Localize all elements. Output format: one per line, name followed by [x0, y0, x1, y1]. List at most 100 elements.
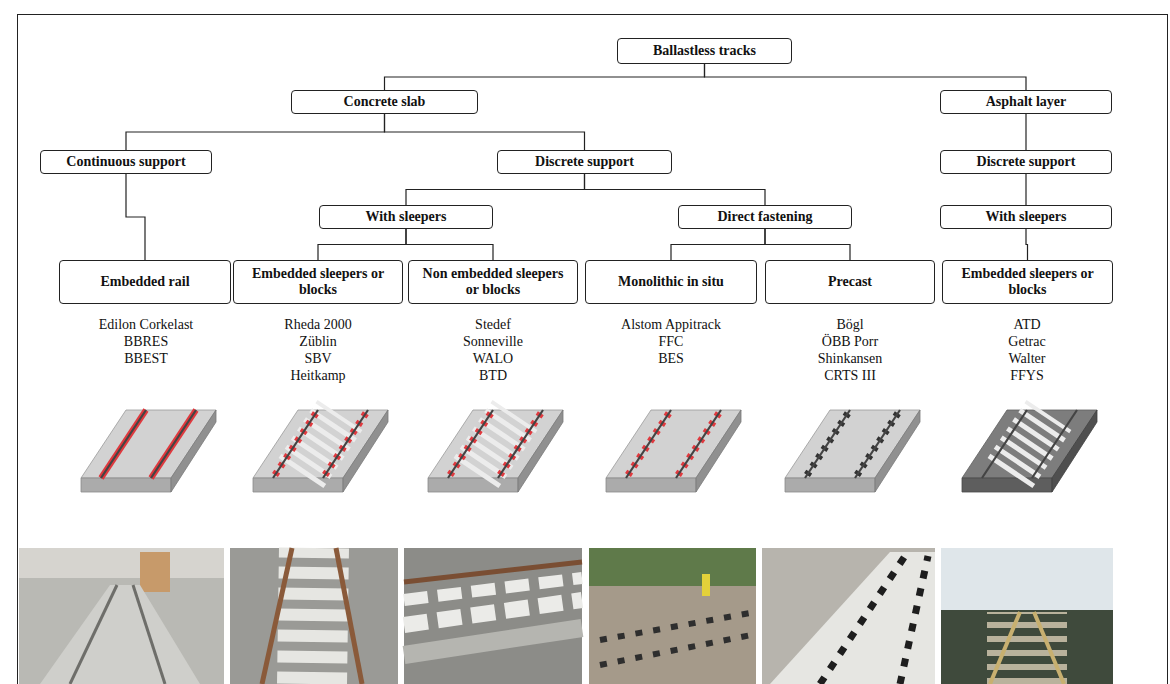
tree-connector [385, 114, 585, 150]
photo-blocks [404, 578, 582, 600]
photo-ground [941, 548, 1113, 684]
photo-wall [19, 548, 224, 578]
category-box: Monolithic in situ [585, 260, 757, 304]
non-embedded-sleepers-illustration [428, 410, 563, 492]
system-name: Züblin [218, 333, 418, 350]
photo-blocks [404, 600, 582, 625]
rails [273, 410, 368, 478]
rails [982, 410, 1077, 478]
slab [253, 410, 388, 492]
slab [428, 410, 563, 492]
photo-house [140, 552, 170, 592]
tree-connector [585, 174, 766, 205]
category-box: With sleepers [940, 205, 1112, 229]
tree-connector [385, 64, 705, 90]
box-label: Embedded sleepers or blocks [240, 266, 396, 298]
system-name: Walter [927, 350, 1127, 367]
monolithic-illustration [606, 410, 741, 492]
box-label: Concrete slab [344, 94, 426, 110]
photo-rail [1034, 612, 1064, 684]
embedded-sleepers-illustration [253, 410, 388, 492]
box-label: Ballastless tracks [653, 43, 756, 59]
rails [626, 410, 721, 478]
asphalt-illustration [962, 410, 1097, 492]
system-name: Sonneville [393, 333, 593, 350]
tree-connector [705, 64, 1027, 90]
tree-connector [765, 229, 850, 260]
tree-connector [1025, 114, 1026, 150]
photo-non-embedded [404, 548, 582, 684]
system-name: BBEST [46, 350, 246, 367]
box-label: Monolithic in situ [618, 274, 724, 290]
sleepers [1010, 415, 1049, 473]
box-label: Asphalt layer [986, 94, 1067, 110]
photo-rail [70, 585, 117, 684]
system-name: FFC [571, 333, 771, 350]
system-name: ÖBB Porr [750, 333, 950, 350]
system-name: Alstom Appitrack [571, 316, 771, 333]
box-label: Discrete support [535, 154, 634, 170]
tree-connector [318, 229, 406, 260]
photo-sleepers [987, 612, 1067, 684]
category-box: Direct fastening [678, 205, 852, 229]
rails [101, 410, 196, 478]
box-label: Direct fastening [718, 209, 813, 225]
box-label: Discrete support [977, 154, 1076, 170]
box-label: With sleepers [365, 209, 446, 225]
photo-ground [404, 548, 582, 684]
precast-illustration [785, 410, 920, 492]
slab [81, 410, 216, 492]
box-label: Embedded sleepers or blocks [949, 266, 1106, 298]
slab [606, 410, 741, 492]
box-label: Continuous support [66, 154, 185, 170]
pads [628, 413, 719, 475]
tree-connector [671, 229, 765, 260]
tree-connector [406, 229, 493, 260]
box-label: Precast [828, 274, 872, 290]
system-name: BBRES [46, 333, 246, 350]
pads [275, 413, 366, 475]
system-name: WALO [393, 350, 593, 367]
photo-slab [770, 552, 935, 684]
category-box: Embedded rail [59, 260, 231, 304]
photo-monolithic [589, 548, 756, 684]
asphalt-slab [962, 410, 1097, 492]
photo-ground [589, 548, 756, 684]
rails [805, 410, 900, 478]
tree-connector [406, 174, 585, 205]
photo-worker [702, 574, 710, 596]
photo-slab-edge [404, 628, 582, 655]
photo-embedded-rail [19, 548, 224, 684]
category-box: Continuous support [40, 150, 212, 174]
outer-frame [18, 15, 1168, 684]
rails [448, 410, 543, 478]
photo-rail [336, 548, 362, 684]
category-box: Non embedded sleepers or blocks [408, 260, 578, 304]
system-name: BTD [393, 367, 593, 384]
category-box: Discrete support [940, 150, 1112, 174]
photo-pads [600, 634, 756, 665]
photo-trees [589, 548, 756, 586]
photo-sky [941, 548, 1113, 610]
pads [450, 413, 541, 475]
system-name: FFYS [927, 367, 1127, 384]
system-name: Getrac [927, 333, 1127, 350]
category-box: Asphalt layer [940, 90, 1112, 114]
photo-sleepers [312, 548, 314, 684]
box-label: Non embedded sleepers or blocks [415, 266, 571, 298]
category-box: Embedded sleepers or blocks [942, 260, 1113, 304]
category-box: Precast [765, 260, 935, 304]
photo-pads [900, 556, 928, 684]
category-box: Ballastless tracks [617, 38, 792, 64]
tree-connector [1026, 229, 1028, 260]
system-name: Stedef [393, 316, 593, 333]
tree-connector [1025, 174, 1026, 205]
photo-asphalt [941, 548, 1113, 684]
system-name: SBV [218, 350, 418, 367]
tree-connector [126, 114, 385, 150]
photo-pads [600, 612, 756, 640]
system-name: Bögl [750, 316, 950, 333]
photo-slab [40, 585, 200, 684]
